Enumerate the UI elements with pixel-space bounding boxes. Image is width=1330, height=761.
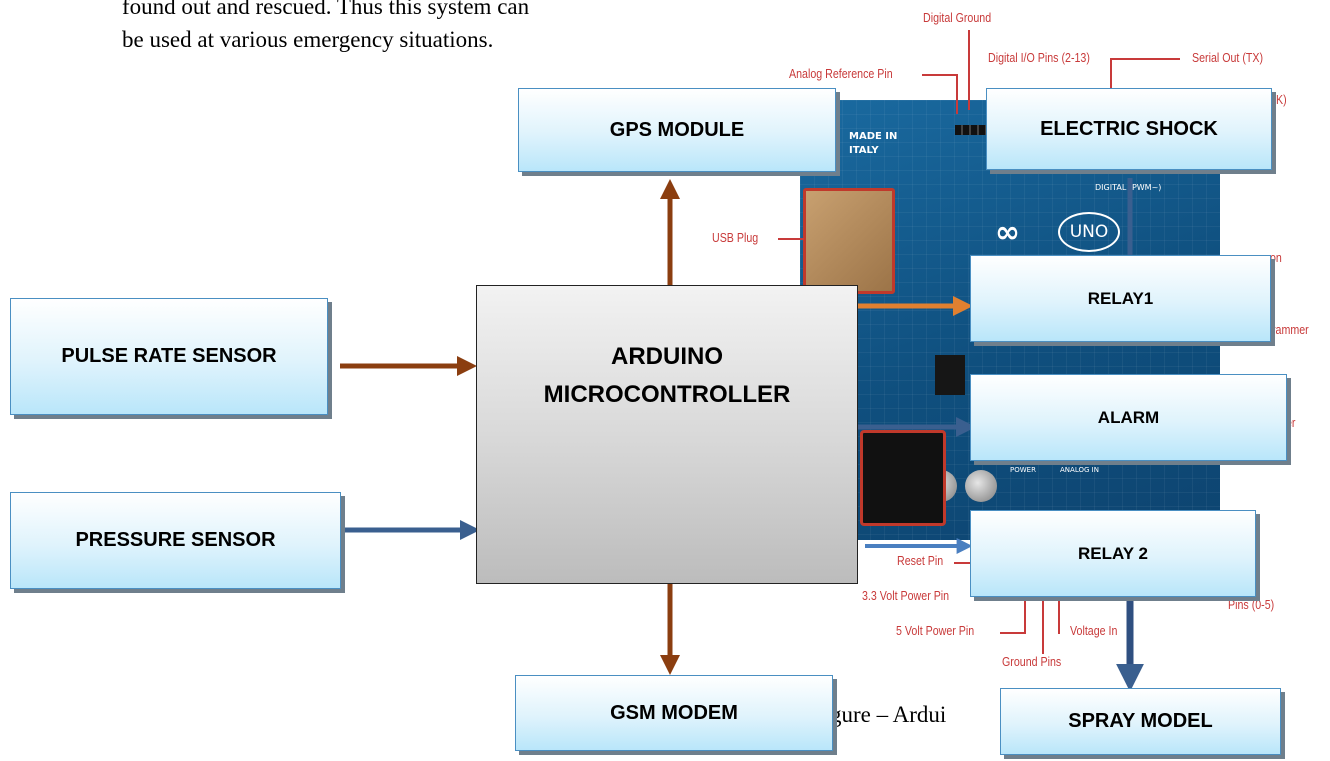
pin-label-partial-k: K) (1276, 92, 1287, 107)
capacitor-graphic (965, 470, 997, 502)
pin-label-5v: 5 Volt Power Pin (896, 623, 975, 638)
pin-label-digital-io: Digital I/O Pins (2-13) (988, 50, 1090, 65)
pressure-sensor-block: PRESSURE SENSOR (10, 492, 341, 589)
mcu-title-line-2: MICROCONTROLLER (543, 381, 791, 408)
intro-paragraph: found out and rescued. Thus this system … (122, 0, 602, 56)
pin-label-digital-ground: Digital Ground (923, 10, 992, 25)
made-in-italy-label: MADE IN ITALY (849, 131, 898, 156)
arduino-logo-icon: ∞ (995, 215, 1020, 250)
gps-module-block: GPS MODULE (518, 88, 836, 172)
pin-label-usb-plug: USB Plug (712, 230, 759, 245)
power-silkscreen-label: POWER (1010, 466, 1036, 474)
analog-in-silkscreen-label: ANALOG IN (1060, 466, 1099, 474)
pin-label-serial-out: Serial Out (TX) (1192, 50, 1264, 65)
electric-shock-block: ELECTRIC SHOCK (986, 88, 1272, 170)
pin-label-reset: Reset Pin (897, 553, 944, 568)
usb-port-graphic (803, 188, 895, 294)
pin-label-ground-pins: Ground Pins (1002, 654, 1062, 669)
pin-label-partial-on: on (1270, 250, 1282, 265)
pin-header-graphic (955, 125, 995, 135)
relay1-block: RELAY1 (970, 255, 1271, 342)
relay2-block: RELAY 2 (970, 510, 1256, 597)
gsm-modem-block: GSM MODEM (515, 675, 833, 751)
pin-label-voltage-in: Voltage In (1070, 623, 1118, 638)
alarm-block: ALARM (970, 374, 1287, 461)
power-jack-graphic (860, 430, 946, 526)
pin-label-analog-pins: Pins (0-5) (1228, 597, 1275, 612)
mcu-title-line-1: ARDUINO (611, 343, 723, 370)
arduino-microcontroller-block: ARDUINO MICROCONTROLLER (476, 285, 858, 584)
ic-chip-graphic (935, 355, 965, 395)
pin-label-analog-reference: Analog Reference Pin (789, 66, 893, 81)
pulse-rate-sensor-block: PULSE RATE SENSOR (10, 298, 328, 415)
pin-label-partial-rammer: rammer (1272, 322, 1309, 337)
uno-logo: UNO (1058, 212, 1120, 252)
figure-caption: gure – Ardui (830, 702, 947, 727)
intro-line-1: found out and rescued. Thus this system … (122, 0, 530, 19)
pin-label-3v3: 3.3 Volt Power Pin (862, 588, 950, 603)
pin-label-partial-er: er (1286, 415, 1296, 430)
intro-line-2: be used at various emergency situations. (122, 27, 494, 52)
spray-model-block: SPRAY MODEL (1000, 688, 1281, 755)
